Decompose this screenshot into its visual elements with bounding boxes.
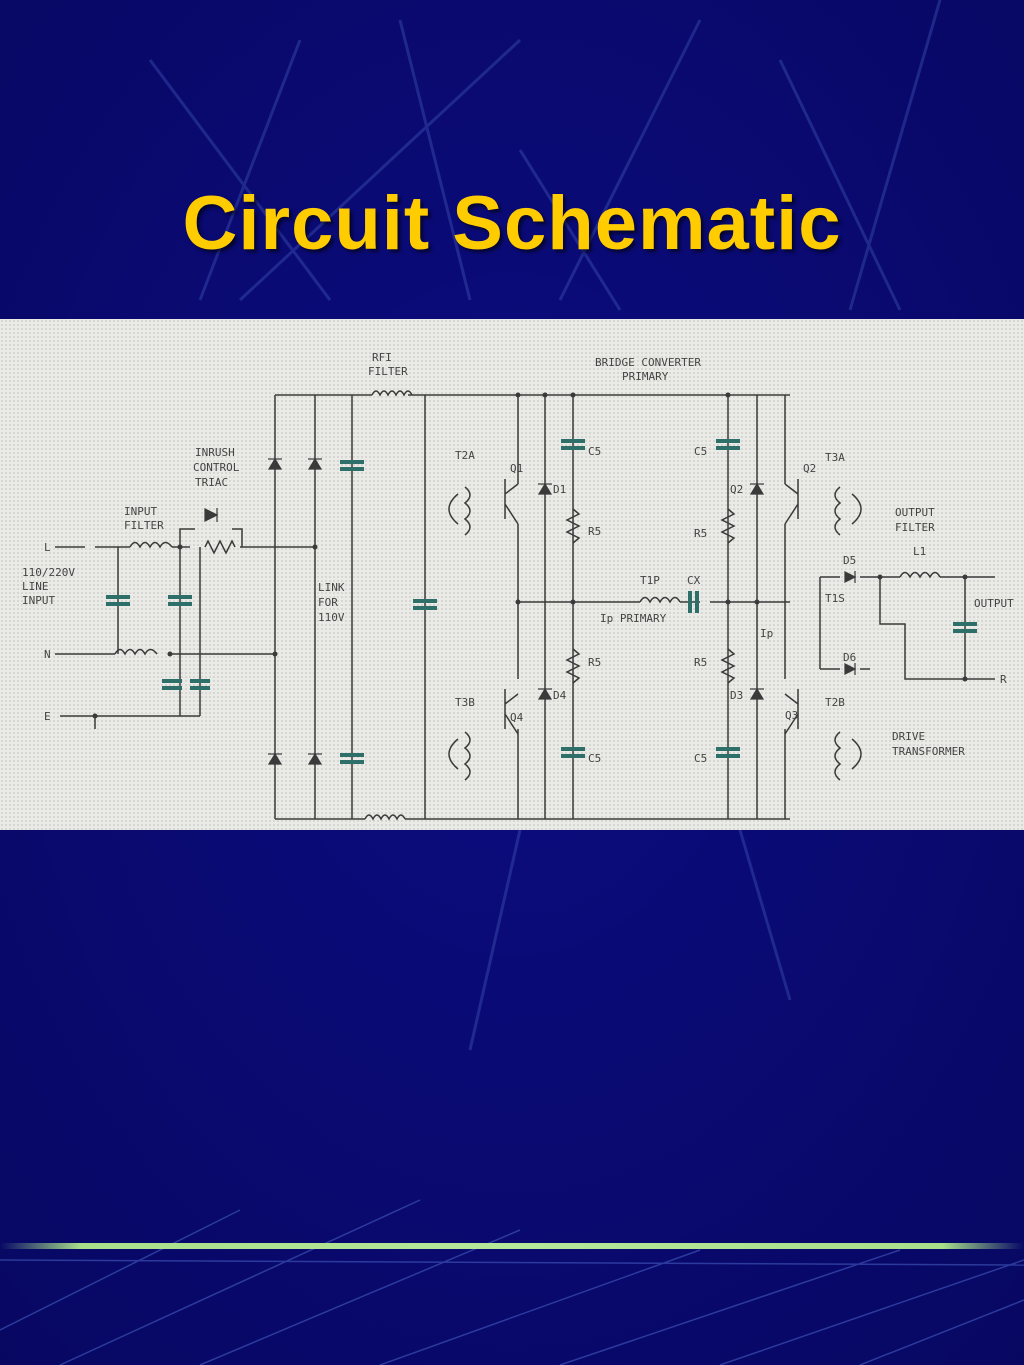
svg-text:Q1: Q1 <box>510 462 523 475</box>
svg-text:L1: L1 <box>913 545 926 558</box>
svg-text:DRIVE: DRIVE <box>892 730 925 743</box>
schematic-drawing: RFI FILTER BRIDGE CONVERTER PRIMARY INRU… <box>22 351 1014 821</box>
svg-text:INPUT: INPUT <box>22 594 55 607</box>
svg-text:C5: C5 <box>588 752 601 765</box>
slide-title: Circuit Schematic <box>182 181 842 266</box>
capacitors <box>106 439 977 764</box>
svg-text:FOR: FOR <box>318 596 338 609</box>
svg-text:OUTPUT: OUTPUT <box>974 597 1014 610</box>
svg-text:BRIDGE CONVERTER: BRIDGE CONVERTER <box>595 356 701 369</box>
svg-text:C5: C5 <box>588 445 601 458</box>
svg-text:FILTER: FILTER <box>895 521 935 534</box>
svg-text:N: N <box>44 648 51 661</box>
svg-text:E: E <box>44 710 51 723</box>
svg-text:Q4: Q4 <box>510 711 524 724</box>
svg-text:INRUSH: INRUSH <box>195 446 235 459</box>
svg-text:T3A: T3A <box>825 451 845 464</box>
svg-text:R5: R5 <box>694 527 707 540</box>
svg-text:T1P: T1P <box>640 574 660 587</box>
svg-text:D6: D6 <box>843 651 856 664</box>
svg-text:Q2: Q2 <box>803 462 816 475</box>
svg-text:L: L <box>44 541 51 554</box>
svg-text:T2A: T2A <box>455 449 475 462</box>
svg-text:C5: C5 <box>694 445 707 458</box>
svg-text:TRANSFORMER: TRANSFORMER <box>892 745 965 758</box>
junctions <box>92 392 968 719</box>
svg-text:R5: R5 <box>694 656 707 669</box>
svg-text:D3: D3 <box>730 689 743 702</box>
svg-text:PRIMARY: PRIMARY <box>622 370 669 383</box>
svg-text:Ip PRIMARY: Ip PRIMARY <box>600 612 667 625</box>
circuit-schematic-image: RFI FILTER BRIDGE CONVERTER PRIMARY INRU… <box>0 319 1024 830</box>
svg-text:D4: D4 <box>553 689 567 702</box>
svg-text:R5: R5 <box>588 525 601 538</box>
svg-text:C5: C5 <box>694 752 707 765</box>
svg-text:LINE: LINE <box>22 580 49 593</box>
svg-text:RFI: RFI <box>372 351 392 364</box>
svg-text:FILTER: FILTER <box>124 519 164 532</box>
svg-text:T1S: T1S <box>825 592 845 605</box>
footer-accent-line <box>0 1243 1024 1249</box>
svg-text:INPUT: INPUT <box>124 505 157 518</box>
schematic-labels: RFI FILTER BRIDGE CONVERTER PRIMARY INRU… <box>22 351 1014 765</box>
svg-text:R: R <box>1000 673 1007 686</box>
svg-text:T2B: T2B <box>825 696 845 709</box>
diodes <box>204 457 857 765</box>
svg-text:TRIAC: TRIAC <box>195 476 228 489</box>
svg-text:OUTPUT: OUTPUT <box>895 506 935 519</box>
svg-text:Q3: Q3 <box>785 709 798 722</box>
svg-text:110V: 110V <box>318 611 345 624</box>
svg-text:T3B: T3B <box>455 696 475 709</box>
svg-text:CONTROL: CONTROL <box>193 461 240 474</box>
svg-text:CX: CX <box>687 574 701 587</box>
svg-text:LINK: LINK <box>318 581 345 594</box>
svg-text:R5: R5 <box>588 656 601 669</box>
svg-text:110/220V: 110/220V <box>22 566 75 579</box>
svg-text:Ip: Ip <box>760 627 773 640</box>
svg-text:FILTER: FILTER <box>368 365 408 378</box>
svg-text:Q2: Q2 <box>730 483 743 496</box>
svg-text:D1: D1 <box>553 483 566 496</box>
svg-text:D5: D5 <box>843 554 856 567</box>
